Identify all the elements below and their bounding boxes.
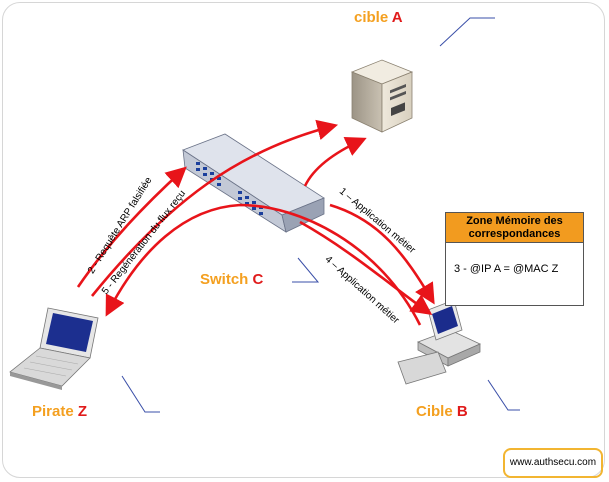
memory-zone-entry: 3 - @IP A = @MAC Z [454,263,559,275]
server-a-icon [350,59,414,133]
watermark-link[interactable]: www.authsecu.com [503,448,603,478]
label-pirate-z: Pirate Z [32,403,87,420]
label-cible-a: cible A [354,9,403,26]
laptop-z-icon [9,307,99,390]
label-cible-a-name: cible [354,9,392,26]
arrow-step5 [105,203,422,326]
arrow-paths [76,119,435,326]
arrow-step2 [76,166,187,288]
diagram-frame [2,2,605,478]
label-switch-c: Switch C [200,271,263,288]
label-cible-b: Cible B [416,403,468,420]
arrow-switch-to-a [303,136,367,187]
arrow-step1 [329,203,435,305]
switch-c-icon [182,133,325,233]
label-cible-b-name: Cible [416,403,457,420]
memory-zone-title: Zone Mémoire des correspondances [446,213,583,243]
callout-pirate-z [121,375,160,413]
label-cible-a-letter: A [391,9,403,26]
workstation-b-icon [397,299,481,385]
label-switch-c-name: Switch [200,271,253,288]
callout-cible-a [439,17,495,47]
arrow-to-server-a [90,119,339,297]
label-switch-c-letter: C [252,271,264,288]
memory-zone-box: Zone Mémoire des correspondances 3 - @IP… [445,212,584,306]
callout-switch-c [292,257,320,283]
label-callout-lines [121,17,520,413]
label-pirate-z-name: Pirate [32,403,78,420]
label-cible-b-letter: B [456,403,468,420]
label-pirate-z-letter: Z [77,403,88,420]
arrow-step4 [299,220,433,316]
callout-cible-b [487,379,520,411]
